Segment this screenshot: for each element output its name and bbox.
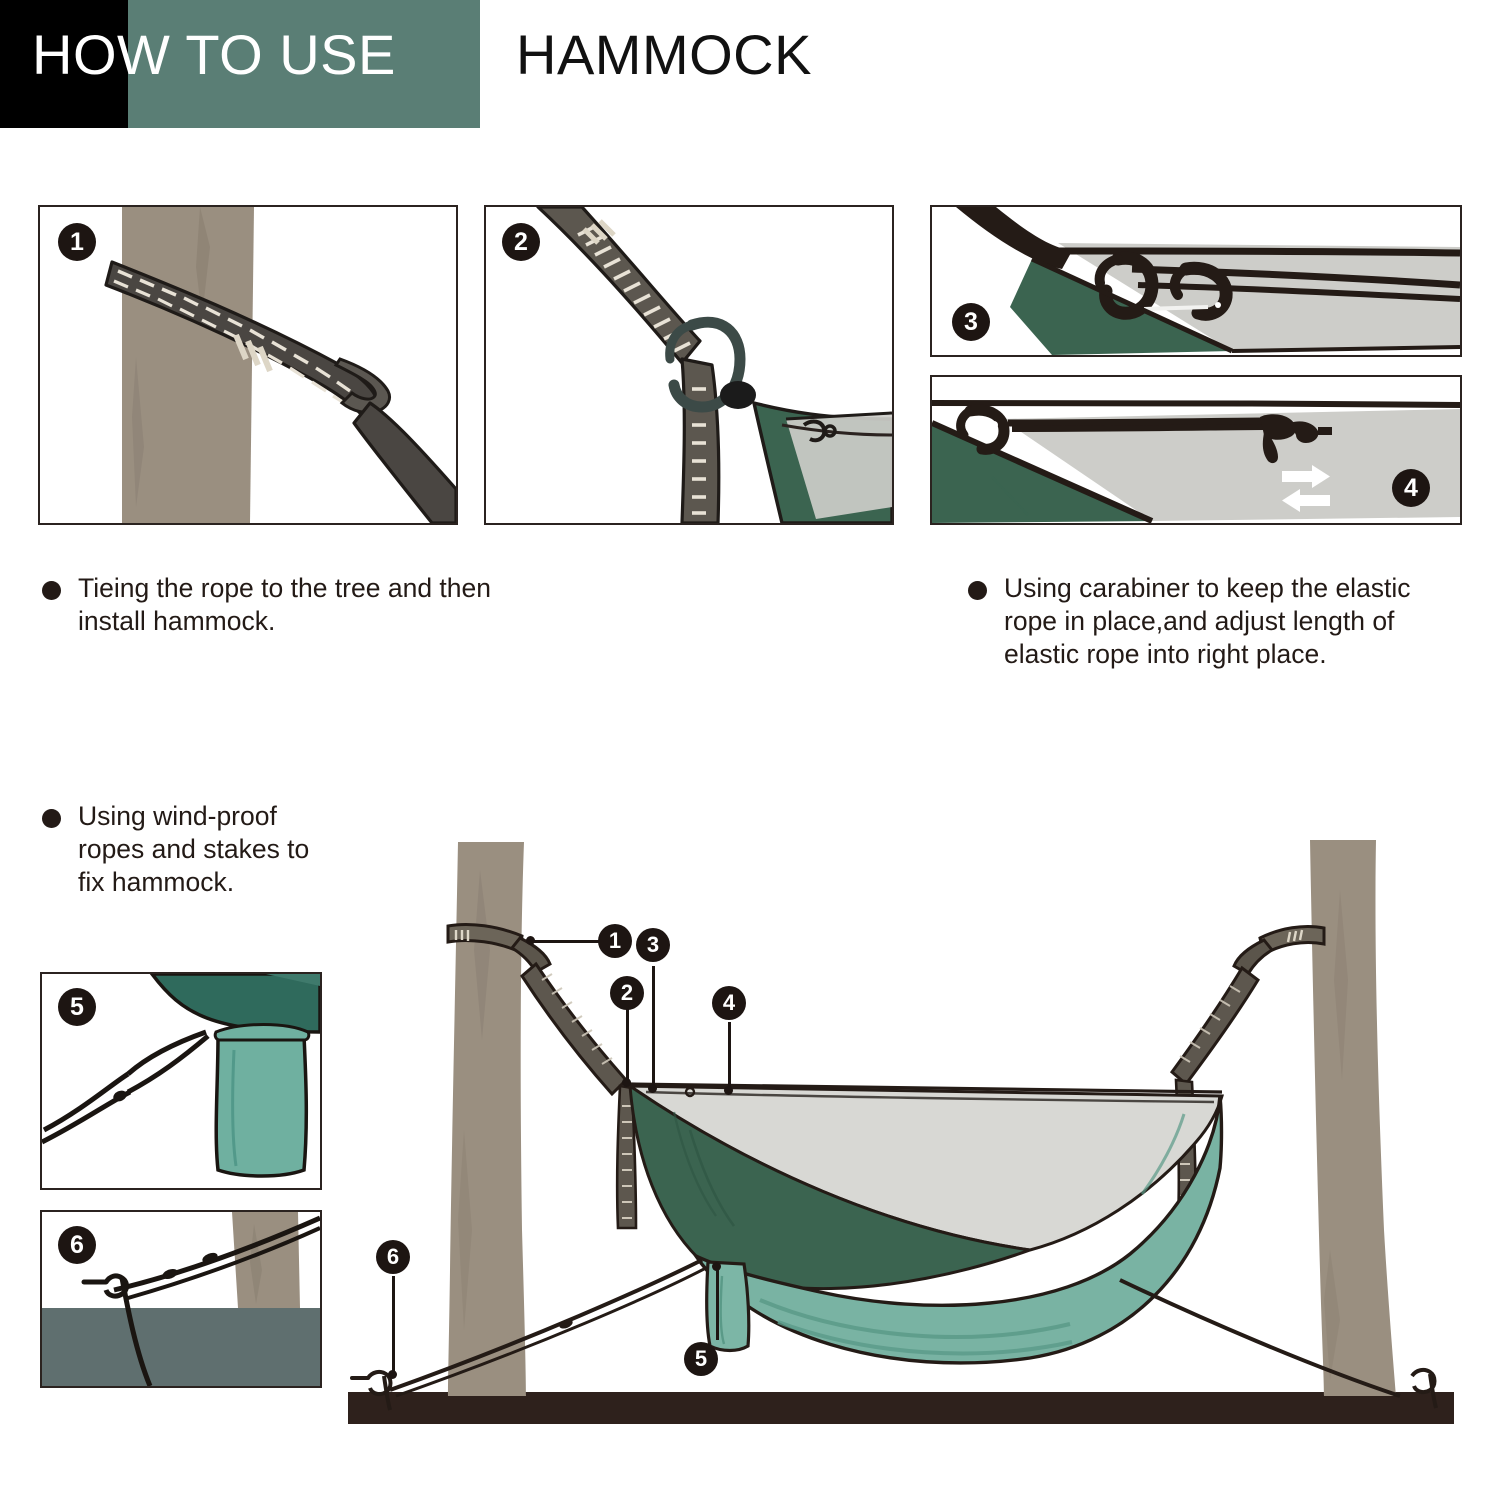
main-scene-illustration [330, 830, 1490, 1450]
leader-dot-2 [622, 1078, 631, 1087]
direction-arrows [1282, 465, 1330, 512]
tree-strap [104, 260, 456, 523]
leader-line-3 [652, 966, 655, 1088]
callout-4: 4 [712, 986, 746, 1020]
panel-4-badge: 4 [1392, 469, 1430, 507]
hook-left [1094, 251, 1159, 320]
ground-bar [348, 1392, 1454, 1424]
panel-step-3: 3 [930, 205, 1462, 357]
hammock-pouch [705, 1260, 751, 1353]
leader-line-2 [626, 1008, 629, 1082]
main-hammock-scene: 1 2 3 4 5 6 [330, 830, 1490, 1450]
tree-strap-left [446, 922, 552, 975]
hook-right [1169, 261, 1233, 321]
panel-2-badge: 2 [502, 223, 540, 261]
callout-3: 3 [636, 928, 670, 962]
panel-step-2: 2 [484, 205, 894, 525]
leader-line-4 [728, 1022, 731, 1090]
panel-3-illustration [932, 207, 1460, 355]
tree-left [448, 842, 526, 1396]
caption-carabiner-text: Using carabiner to keep the elastic rope… [1004, 573, 1411, 669]
leader-dot-4 [724, 1086, 733, 1095]
leader-dot-1 [526, 936, 535, 945]
header-black-block [0, 0, 128, 128]
page-title-primary: HOW TO USE [32, 23, 396, 86]
leader-line-1 [530, 940, 600, 943]
guy-lines [389, 1258, 1401, 1398]
leader-line-6 [392, 1276, 395, 1374]
panel-1-badge: 1 [58, 223, 96, 261]
leader-dot-3 [648, 1084, 657, 1093]
caption-tie-rope: Tieing the rope to the tree and then ins… [42, 572, 512, 638]
cord-lock-adjuster [1260, 414, 1332, 464]
tree-strap-tail [680, 357, 721, 523]
leader-dot-5 [712, 1262, 721, 1271]
panel-4-illustration [932, 377, 1460, 523]
leader-line-5 [716, 1266, 719, 1340]
bullet-icon [968, 581, 987, 600]
stake-left [350, 1369, 393, 1411]
panel-step-1: 1 [38, 205, 458, 525]
caption-windproof-text: Using wind-proof ropes and stakes to fix… [78, 801, 310, 897]
clip-left [956, 404, 1010, 455]
panel-step-6: 6 [40, 1210, 322, 1388]
caption-carabiner: Using carabiner to keep the elastic rope… [968, 572, 1468, 671]
panel-1-illustration [40, 207, 456, 523]
callout-2: 2 [610, 976, 644, 1010]
bullet-icon [42, 581, 61, 600]
ground-stake [81, 1273, 153, 1386]
leader-dot-6 [388, 1370, 397, 1379]
arrow-left-icon [1282, 489, 1330, 512]
caption-windproof: Using wind-proof ropes and stakes to fix… [42, 800, 342, 899]
hammock-edge [751, 400, 892, 523]
panel-5-badge: 5 [58, 988, 96, 1026]
panel-step-5: 5 [40, 972, 322, 1190]
page-title-secondary: HAMMOCK [516, 23, 812, 86]
suspension-strap-left [520, 961, 629, 1097]
caption-tie-rope-text: Tieing the rope to the tree and then ins… [78, 573, 492, 636]
bullet-icon [42, 809, 61, 828]
carabiner [665, 316, 756, 413]
stake-right [1410, 1367, 1438, 1409]
panel-6-badge: 6 [58, 1226, 96, 1264]
tree-strap-upper [536, 207, 702, 365]
callout-6: 6 [376, 1240, 410, 1274]
callout-1: 1 [598, 924, 632, 958]
header-teal-block [128, 0, 480, 128]
callout-5: 5 [684, 1342, 718, 1376]
arrow-right-icon [1282, 465, 1330, 488]
panel-3-badge: 3 [952, 303, 990, 341]
header-banner: HOW TO USE HAMMOCK [0, 0, 1500, 130]
panel-step-4: 4 [930, 375, 1462, 525]
tree-trunk [122, 207, 254, 523]
hammock [625, 1082, 1224, 1365]
tree-right [1310, 840, 1396, 1396]
panel-2-illustration [486, 207, 892, 523]
